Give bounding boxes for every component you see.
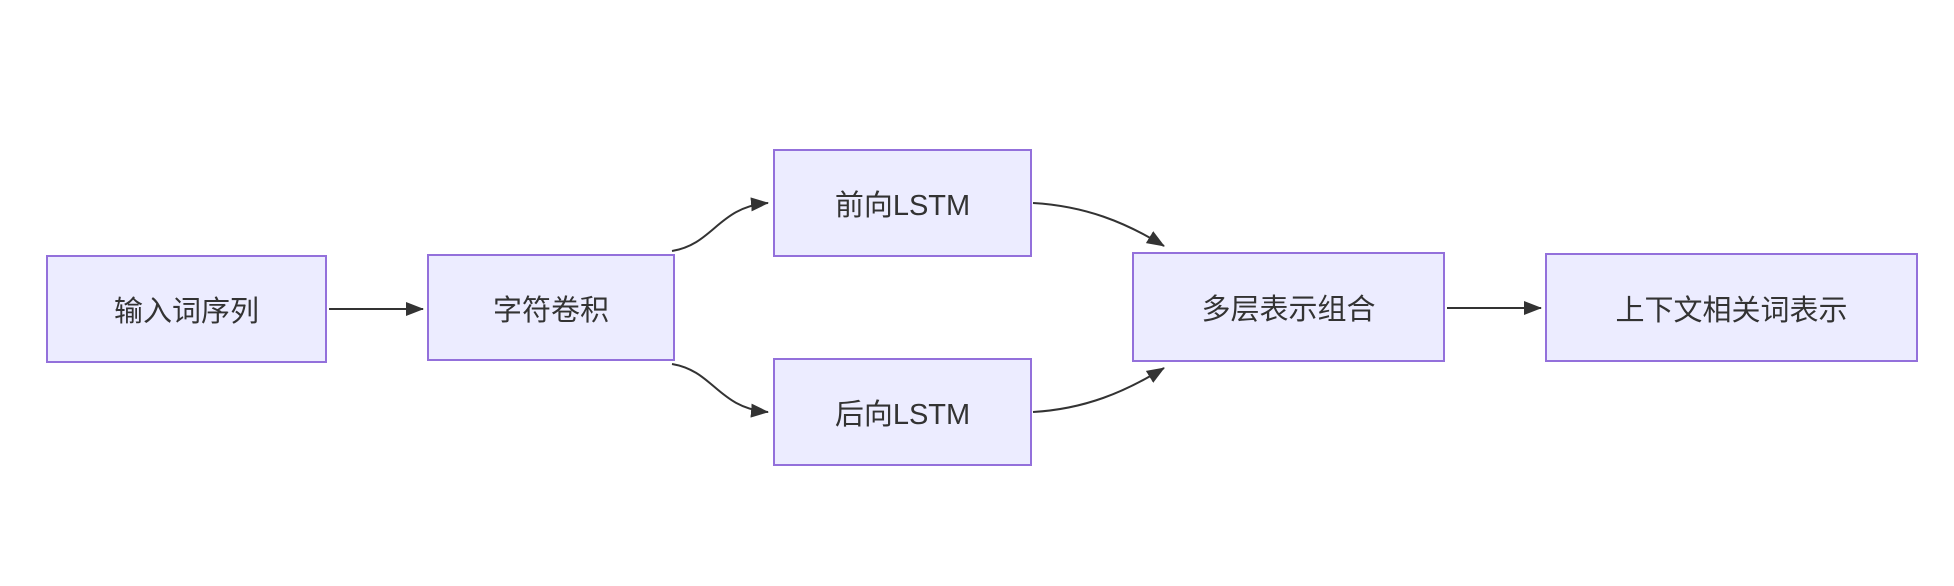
node-character-convolution: 字符卷积 bbox=[427, 254, 675, 361]
edge-backward-lstm-to-combine bbox=[1032, 367, 1165, 413]
edge-forward-lstm-to-combine bbox=[1032, 202, 1165, 247]
node-multilayer-representation-combine: 多层表示组合 bbox=[1132, 252, 1445, 362]
edge-charconv-to-forward-lstm bbox=[671, 197, 769, 252]
node-input-word-sequence: 输入词序列 bbox=[46, 255, 327, 363]
node-backward-lstm: 后向LSTM bbox=[773, 358, 1032, 466]
node-context-dependent-word-representation: 上下文相关词表示 bbox=[1545, 253, 1918, 362]
node-forward-lstm: 前向LSTM bbox=[773, 149, 1032, 257]
edge-charconv-to-backward-lstm bbox=[671, 363, 769, 418]
